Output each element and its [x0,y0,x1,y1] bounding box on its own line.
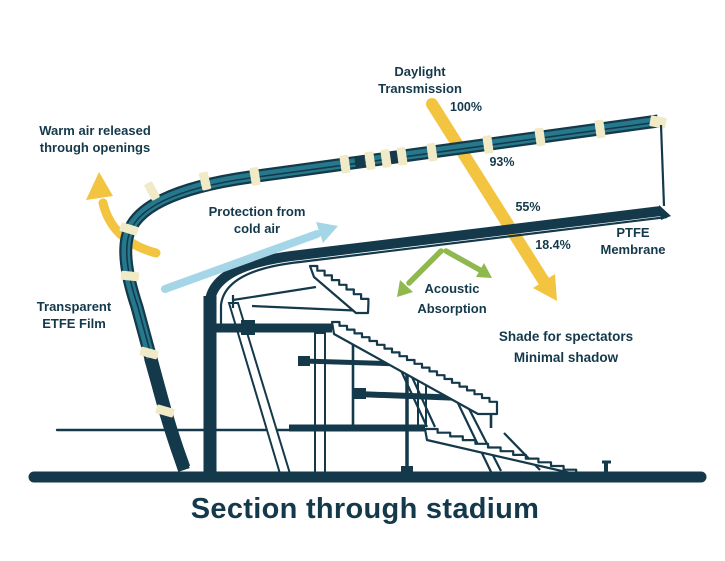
etfe-film [119,114,667,472]
daylight-transmission-arrow [426,98,557,301]
pitch-post [602,460,611,476]
warm-air-label: Warm air released through openings [39,123,151,155]
acoustic-absorption-label: Acoustic Absorption [417,281,487,316]
transmission-18-label: 18.4% [535,238,571,252]
shade-label: Shade for spectators Minimal shadow [498,329,634,365]
ptfe-membrane-label: PTFE Membrane [600,225,666,257]
transmission-100-label: 100% [450,100,482,114]
acoustic-absorption-arrows [397,248,492,297]
cold-air-arrow [161,222,338,293]
daylight-transmission-label: Daylight Transmission [378,64,462,96]
transmission-93-label: 93% [489,155,515,169]
transmission-55-label: 55% [515,200,541,214]
diagram-title: Section through stadium [190,493,540,525]
cold-air-label: Protection from cold air [208,204,306,236]
etfe-film-label: Transparent ETFE Film [36,299,112,331]
warm-air-arrow [86,172,161,258]
etfe-joint-bands [119,115,667,418]
